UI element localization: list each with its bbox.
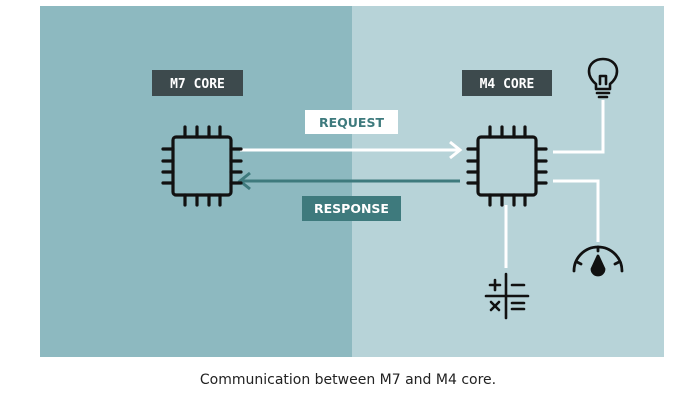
response-arrow — [237, 171, 460, 191]
gauge-icon — [572, 245, 624, 277]
m7-core-badge: M7 CORE — [152, 70, 243, 96]
request-label: REQUEST — [319, 115, 384, 130]
figure-caption: Communication between M7 and M4 core. — [199, 372, 497, 388]
request-badge: REQUEST — [305, 110, 398, 134]
peripheral-connections — [504, 100, 605, 268]
request-arrow — [240, 140, 463, 160]
chip-icon — [161, 125, 243, 207]
m4-core-label: M4 CORE — [480, 77, 535, 92]
m4-core-badge: M4 CORE — [462, 70, 552, 96]
response-label: RESPONSE — [314, 201, 389, 216]
lightbulb-icon — [587, 57, 619, 99]
response-badge: RESPONSE — [302, 196, 401, 221]
math-operations-icon — [484, 272, 530, 320]
chip-icon — [466, 125, 548, 207]
m7-core-label: M7 CORE — [170, 77, 225, 92]
core-communication-diagram: M7 CORE M4 CORE REQUEST RESPONSE — [40, 6, 664, 357]
